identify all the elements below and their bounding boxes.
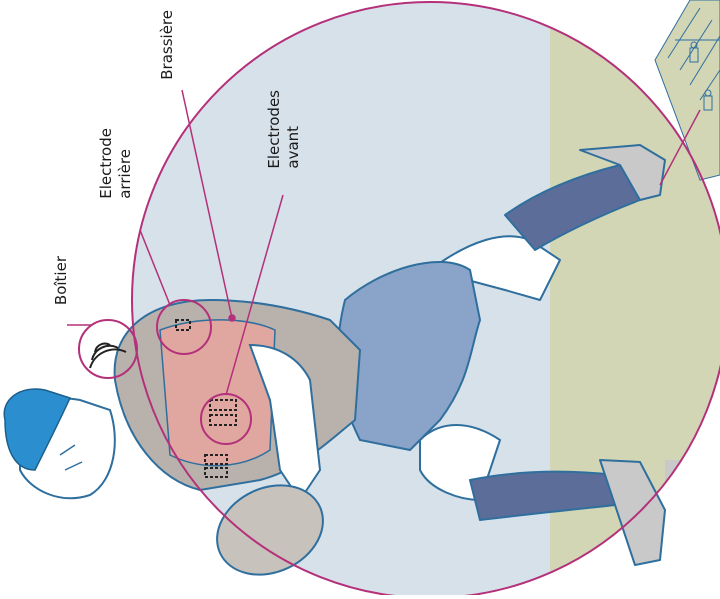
label-brassiere: Brassière	[158, 10, 177, 80]
label-electrodes-avant: Electrodes avant	[265, 90, 303, 169]
label-electrode-arriere-line1: Electrode	[97, 128, 115, 199]
bra-strap	[160, 320, 275, 466]
label-electrode-arriere: Electrode arrière	[97, 128, 135, 199]
label-electrodes-avant-line2: avant	[284, 126, 302, 169]
label-electrode-arriere-line2: arrière	[116, 149, 134, 199]
label-boitier: Boîtier	[52, 256, 71, 305]
label-electrodes-avant-line1: Electrodes	[265, 90, 283, 169]
head	[4, 389, 115, 498]
